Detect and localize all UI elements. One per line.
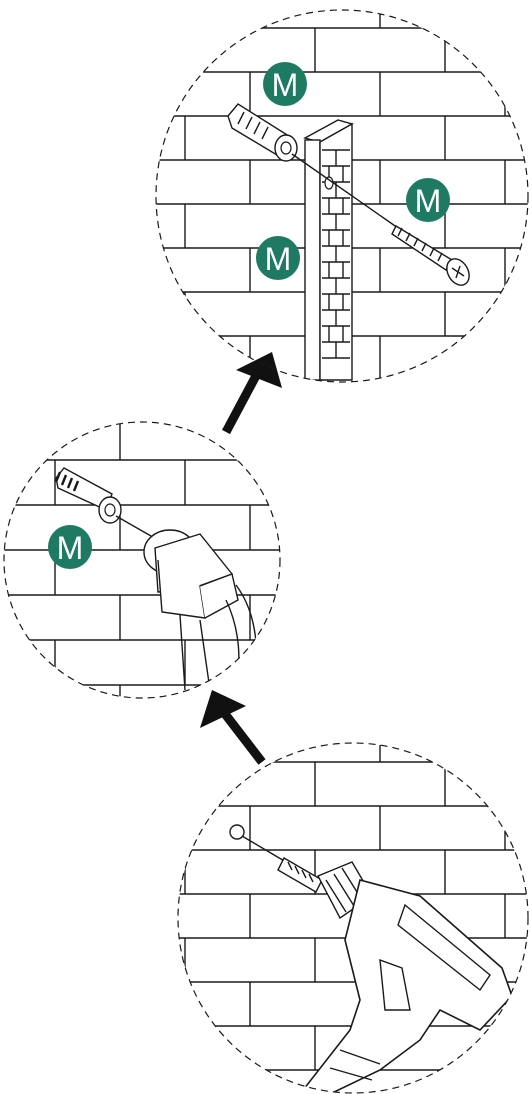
step-screw-bracket: M M M: [150, 10, 532, 382]
svg-text:M: M: [415, 183, 442, 219]
arrow-up-icon: [226, 352, 282, 432]
part-m-badge: M: [48, 525, 92, 569]
mounting-bracket-icon: [305, 120, 352, 380]
step-hammer-anchor: M: [0, 420, 290, 700]
part-m-badge: M: [406, 178, 450, 222]
step-drill-hole: [150, 740, 532, 1094]
svg-text:M: M: [272, 67, 299, 103]
arrow-up-icon: [200, 690, 262, 762]
svg-text:M: M: [265, 241, 292, 277]
screw-icon: [392, 226, 474, 289]
brick-wall: [0, 420, 290, 700]
svg-text:M: M: [57, 530, 84, 566]
drill-icon: [230, 825, 512, 1094]
hammer-icon: [144, 530, 256, 690]
brick-wall: [150, 740, 532, 1094]
part-m-badge: M: [263, 62, 307, 106]
part-m-badge: M: [256, 236, 300, 280]
